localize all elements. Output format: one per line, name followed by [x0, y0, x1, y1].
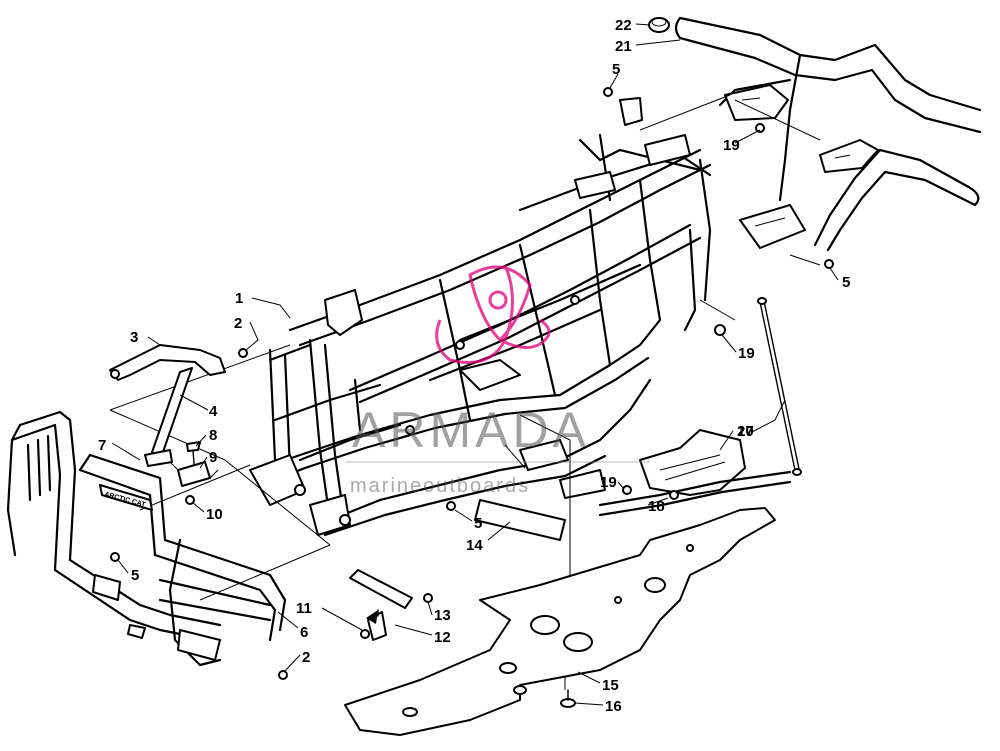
callout-13: 13	[434, 607, 451, 624]
watermark: ARMADA marineoutboards	[345, 264, 650, 497]
callout-10: 10	[206, 506, 223, 523]
callout-11: 11	[296, 600, 312, 617]
support-rod	[757, 297, 802, 476]
callout-2-top: 2	[234, 315, 242, 332]
callout-5-rack: 5	[842, 274, 850, 291]
callout-8: 8	[209, 427, 217, 444]
skid-plate	[344, 507, 776, 736]
front-bracket	[109, 344, 226, 381]
callout-19-mid: 19	[738, 345, 755, 362]
callout-5-bumper: 5	[131, 567, 139, 584]
watermark-tagline: marineoutboards	[350, 475, 530, 497]
callout-6: 6	[300, 624, 308, 641]
callout-4: 4	[209, 403, 218, 420]
watermark-brand: ARMADA	[352, 402, 590, 458]
callout-17: 17	[737, 423, 754, 440]
callout-14: 14	[466, 537, 483, 554]
callout-19-top: 19	[723, 137, 740, 154]
callouts: 1 2 3 4 8 9 10 7 5 6 2 11 13 12 5 14 15 …	[98, 17, 850, 715]
side-bracket	[598, 429, 792, 517]
callout-20-visible: 20	[737, 423, 754, 440]
callout-15: 15	[602, 677, 619, 694]
callout-5-floor: 5	[474, 515, 482, 532]
callout-9: 9	[209, 449, 217, 466]
floor-plate	[474, 499, 566, 541]
plug-part	[648, 17, 670, 33]
front-bumper: ARCTIC CAT	[6, 410, 287, 667]
callout-16: 16	[605, 698, 622, 715]
callout-21: 21	[615, 38, 632, 55]
callout-2-bottom: 2	[302, 649, 310, 666]
callout-12: 12	[434, 629, 451, 646]
callout-22: 22	[615, 17, 632, 34]
bolt-hardware	[169, 441, 219, 505]
bracket-12	[349, 569, 413, 641]
watermark-logo	[435, 264, 551, 364]
callout-5-top: 5	[612, 61, 620, 78]
callout-7: 7	[98, 437, 106, 454]
rear-rack	[674, 16, 982, 252]
callout-18: 18	[648, 498, 665, 515]
callout-leaders	[111, 23, 839, 706]
leader-lines	[109, 94, 821, 690]
callout-1: 1	[235, 290, 243, 307]
fasteners	[110, 87, 834, 708]
callout-3: 3	[130, 329, 138, 346]
callout-19-side: 19	[600, 474, 617, 491]
front-strut	[144, 367, 193, 467]
main-frame	[249, 97, 806, 537]
